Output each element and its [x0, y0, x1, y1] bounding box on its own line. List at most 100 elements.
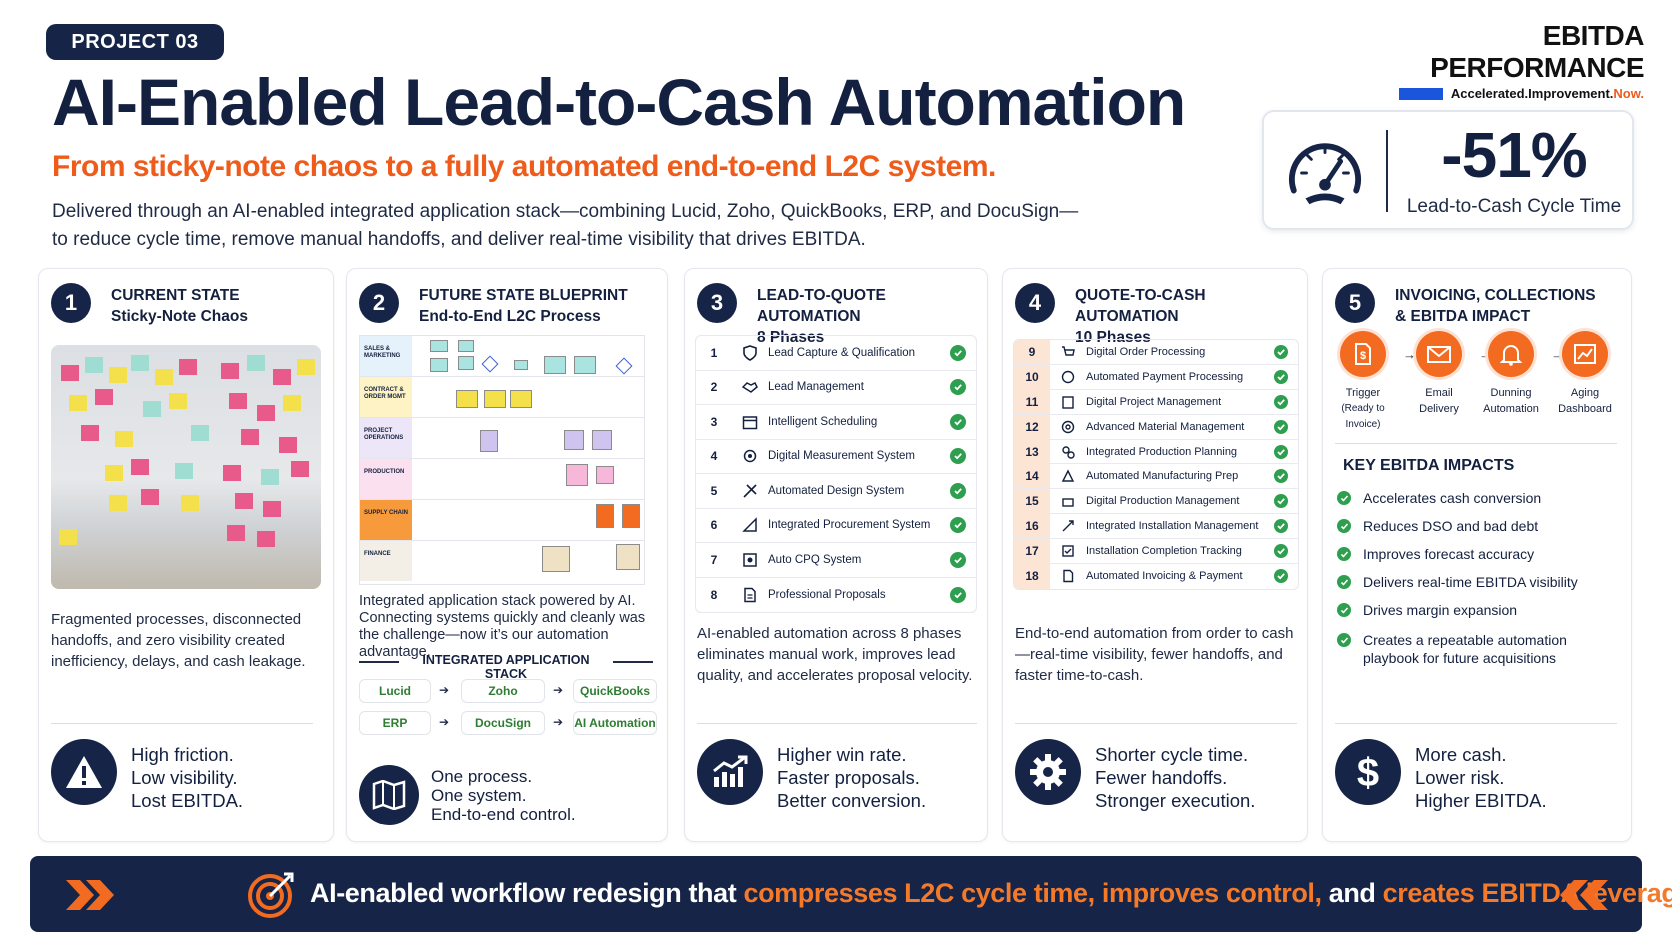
kpi-value: -51%	[1441, 119, 1587, 191]
card-footer: Shorter cycle time. Fewer handoffs. Stro…	[1015, 739, 1315, 819]
flow-label-line: Dunning	[1490, 387, 1532, 399]
check-icon	[1337, 519, 1351, 533]
check-icon	[1337, 603, 1351, 617]
impact-text: Reduces DSO and bad debt	[1363, 518, 1539, 534]
card-subtitle: 8 Phases	[757, 329, 825, 346]
page-subtitle: From sticky-note chaos to a fully automa…	[52, 150, 996, 183]
impact-item: Accelerates cash conversion	[1337, 489, 1541, 507]
stack-title: INTEGRATED APPLICATION STACK	[422, 653, 590, 681]
card-footer: $ More cash. Lower risk. Higher EBITDA.	[1335, 739, 1635, 819]
phase-number: 15	[1014, 489, 1050, 514]
flow-label: Trigger(Ready to Invoice)	[1327, 385, 1399, 433]
card-heading: QUOTE-TO-CASH AUTOMATION 10 Phases	[1075, 285, 1307, 348]
lane-label: SUPPLY CHAIN	[360, 500, 412, 540]
phase-label: Automated Manufacturing Prep	[1086, 470, 1239, 483]
dollar-icon: $	[1335, 739, 1401, 805]
card-description: Fragmented processes, disconnected hando…	[51, 611, 306, 670]
flow-label-line: Delivery	[1419, 403, 1459, 415]
lane-label: PRODUCTION	[360, 459, 412, 499]
target-icon	[248, 872, 294, 918]
flow-label-line: (Ready to Invoice)	[1341, 403, 1385, 430]
speedometer-icon	[1288, 143, 1362, 205]
document-icon	[738, 586, 762, 604]
check-icon	[950, 517, 966, 534]
card-future-state: 2 FUTURE STATE BLUEPRINT End-to-End L2C …	[346, 268, 668, 842]
stack-item-zoho: Zoho	[461, 679, 545, 703]
phase-label: Integrated Installation Management	[1086, 520, 1259, 533]
lane-label: CONTRACT & ORDER MGMT	[360, 377, 412, 417]
phase-label: Intelligent Scheduling	[768, 415, 878, 428]
phase-number: 5	[710, 483, 718, 498]
check-icon	[1337, 575, 1351, 589]
divider	[1335, 443, 1617, 444]
card-heading: INVOICING, COLLECTIONS & EBITDA IMPACT	[1395, 285, 1596, 327]
material-icon	[1056, 418, 1080, 436]
check-icon	[1337, 491, 1351, 505]
shield-icon	[738, 344, 762, 362]
impact-text: Drives margin expansion	[1363, 602, 1518, 618]
flow-label-line: Dashboard	[1558, 403, 1612, 415]
arrow-right-icon: ➔	[553, 715, 564, 729]
phase-number: 12	[1014, 414, 1050, 439]
warning-icon	[51, 739, 117, 805]
card-title: CURRENT STATE	[111, 287, 240, 304]
phase-label: Digital Project Management	[1086, 395, 1222, 408]
swimlane: FINANCE	[360, 541, 644, 582]
list-item: 11 Digital Project Management	[1014, 389, 1298, 415]
check-icon	[950, 482, 966, 499]
card-title: FUTURE STATE BLUEPRINT	[419, 287, 628, 304]
phase-number: 17	[1014, 539, 1050, 564]
step-number: 4	[1015, 283, 1055, 323]
phase-number: 16	[1014, 514, 1050, 539]
flow-label-line: Email	[1425, 387, 1453, 399]
card-title: LEAD-TO-QUOTE AUTOMATION	[757, 287, 886, 325]
stack-item-lucid: Lucid	[359, 679, 431, 703]
footer-line: Higher EBITDA.	[1415, 790, 1547, 811]
email-icon	[1416, 331, 1462, 377]
footer-line: Higher win rate.	[777, 744, 907, 765]
manufacturing-icon	[1056, 467, 1080, 485]
footer-line: Lower risk.	[1415, 767, 1505, 788]
page-description: Delivered through an AI-enabled integrat…	[52, 198, 1152, 254]
card-current-state: 1 CURRENT STATE Sticky-Note Chaos	[38, 268, 334, 842]
chart-growth-icon	[697, 739, 763, 805]
card-title: INVOICING, COLLECTIONS	[1395, 287, 1596, 304]
cpq-icon	[738, 551, 762, 569]
phase-label: Installation Completion Tracking	[1086, 545, 1242, 558]
card-footer: One process. One system. End-to-end cont…	[359, 765, 659, 845]
footer-line: High friction.	[131, 744, 234, 765]
footer-line: End-to-end control.	[431, 805, 576, 824]
phase-number: 9	[1014, 340, 1050, 364]
stack-item-docusign: DocuSign	[461, 711, 545, 735]
kpi-separator	[1386, 130, 1388, 212]
arrow-right-icon: ➔	[553, 683, 564, 697]
handshake-icon	[738, 378, 762, 396]
footer-text: Shorter cycle time. Fewer handoffs. Stro…	[1095, 743, 1255, 812]
phase-number: 11	[1014, 389, 1050, 414]
phase-number: 13	[1014, 439, 1050, 464]
lane-label: SALES & MARKETING	[360, 336, 412, 376]
step-number: 1	[51, 283, 91, 323]
footer-line: More cash.	[1415, 744, 1507, 765]
footer-line: Low visibility.	[131, 767, 238, 788]
swimlane: SALES & MARKETING	[360, 336, 644, 377]
card-description: AI-enabled automation across 8 phases el…	[697, 625, 973, 684]
card-description: Integrated application stack powered by …	[359, 593, 646, 660]
check-icon	[1274, 394, 1288, 409]
footer-line: One system.	[431, 786, 527, 805]
arrow-right-icon: ➔	[439, 683, 450, 697]
stack-item-erp: ERP	[359, 711, 431, 735]
